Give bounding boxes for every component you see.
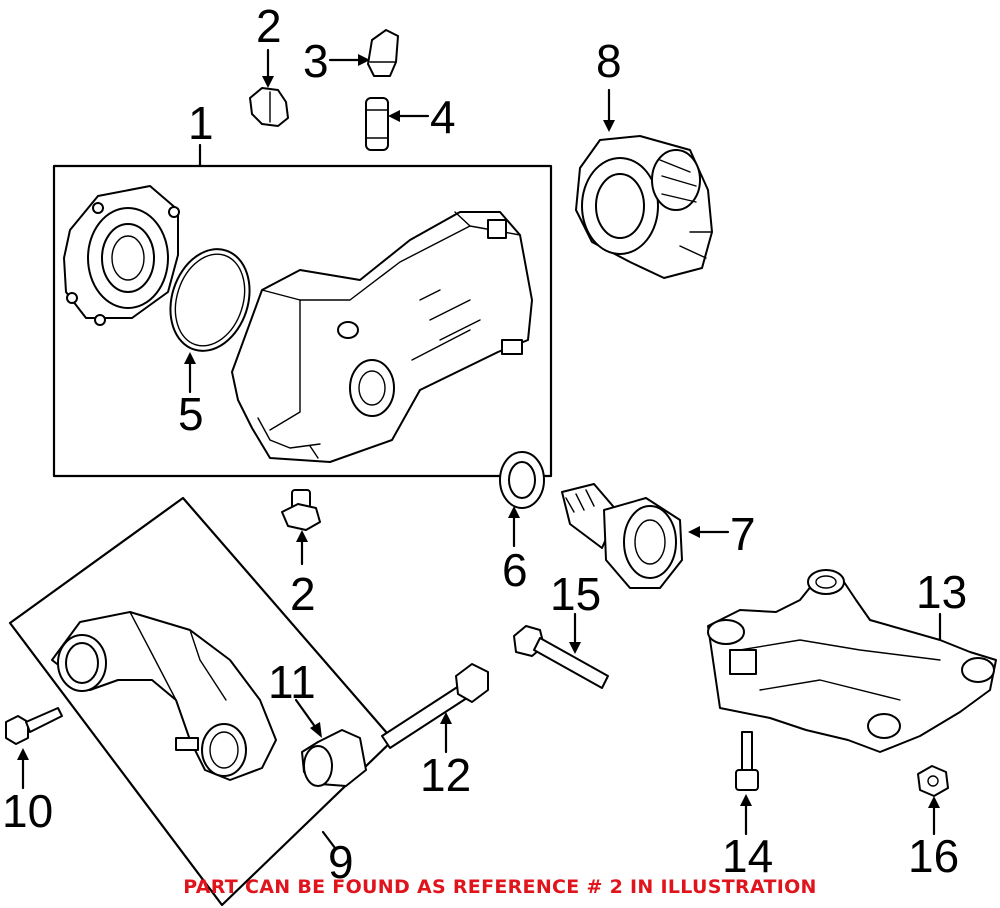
coupling-unit-part bbox=[575, 135, 713, 279]
callout-15: 15 bbox=[550, 568, 601, 620]
support-bracket-part bbox=[51, 611, 277, 781]
callout-1: 1 bbox=[188, 97, 214, 149]
seal-part bbox=[499, 451, 545, 509]
bolt-part-12 bbox=[381, 663, 489, 749]
callout-5: 5 bbox=[178, 388, 204, 440]
bushing-part bbox=[301, 729, 367, 787]
leader-lines bbox=[17, 48, 946, 850]
callout-9: 9 bbox=[328, 836, 354, 888]
sleeve-part bbox=[365, 97, 389, 151]
callout-12: 12 bbox=[420, 749, 471, 801]
bolt-part-10 bbox=[5, 707, 63, 745]
callout-16: 16 bbox=[908, 830, 959, 882]
callout-3: 3 bbox=[303, 35, 329, 87]
callout-14: 14 bbox=[722, 830, 773, 882]
group-box-1 bbox=[52, 164, 553, 478]
callout-2-bottom: 2 bbox=[290, 568, 316, 620]
drain-plug-part-bottom bbox=[281, 489, 321, 531]
nut-part bbox=[917, 765, 949, 797]
breather-cap-part bbox=[367, 29, 399, 77]
flange-part bbox=[561, 483, 683, 589]
bolt-part-14 bbox=[735, 731, 759, 791]
differential-cover-part bbox=[63, 185, 180, 326]
subframe-part bbox=[707, 569, 997, 753]
footer-note: PART CAN BE FOUND AS REFERENCE # 2 IN IL… bbox=[183, 876, 817, 898]
callout-6: 6 bbox=[502, 544, 528, 596]
drain-plug-part-top bbox=[249, 87, 289, 127]
callout-13: 13 bbox=[916, 566, 967, 618]
callout-10: 10 bbox=[2, 785, 53, 837]
bolt-part-15 bbox=[513, 625, 609, 689]
callout-2-top: 2 bbox=[256, 0, 282, 52]
group-box-9 bbox=[8, 496, 395, 907]
callout-7: 7 bbox=[730, 508, 756, 560]
callout-8: 8 bbox=[596, 35, 622, 87]
differential-housing-part bbox=[231, 211, 533, 463]
o-ring-part bbox=[169, 248, 251, 352]
callout-4: 4 bbox=[430, 91, 456, 143]
callout-11: 11 bbox=[268, 656, 316, 708]
